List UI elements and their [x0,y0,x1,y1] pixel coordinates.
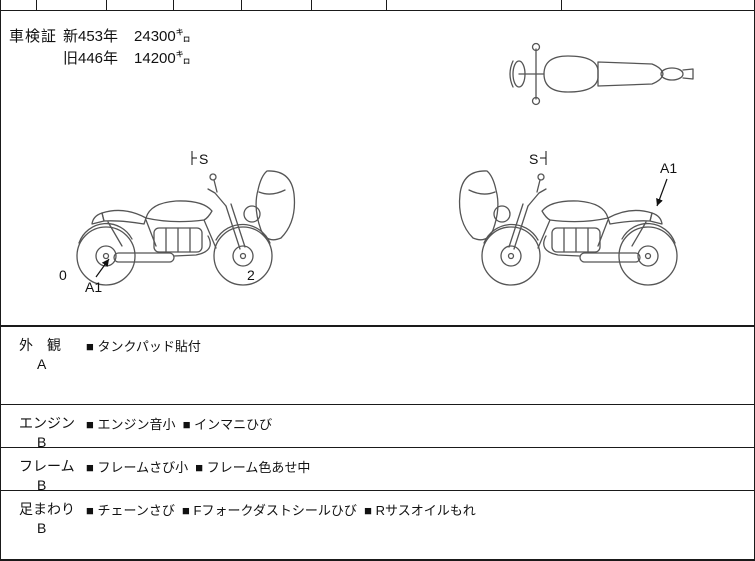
bike-sketch [481,173,678,286]
section-name: 外 観 [19,337,61,353]
damage-code-a1: A1 [660,160,677,176]
table-column-tick [561,0,562,10]
section-row-frame: フレーム B ■ フレームさび小 ■ フレーム色あせ中 [1,447,754,493]
section-row-undercarriage: 足まわり B ■ チェーンさび ■ Fフォークダストシールひび ■ Rサスオイル… [1,490,754,559]
table-column-tick [386,0,387,10]
shaken-new-era: 新453年 [63,28,119,45]
damage-code-s: S [199,151,208,167]
section-items: ■ チェーンさび ■ Fフォークダストシールひび ■ Rサスオイルもれ [86,503,476,518]
section-name: 足まわり [19,501,75,517]
section-row-engine: エンジン B ■ エンジン音小 ■ インマニひび [1,404,754,450]
shaken-new-line: 新453年 24300㌔ [63,25,191,46]
damage-code-s: S [529,151,538,167]
shaken-new-km: 24300㌔ [134,28,191,45]
table-column-tick [311,0,312,10]
table-column-tick [36,0,37,10]
section-grade: B [37,477,47,493]
section-name: エンジン [19,415,75,431]
damage-code-a1: A1 [85,279,102,295]
shaken-old-era: 旧446年 [63,50,119,67]
shaken-old-km: 14200㌔ [134,50,191,67]
section-items: ■ タンクパッド貼付 [86,339,201,354]
section-items: ■ エンジン音小 ■ インマニひび [86,417,273,432]
section-grade: A [37,356,47,372]
section-grade: B [37,520,47,536]
s-code-leader [540,151,547,165]
section-name: フレーム [19,458,75,474]
bike-sketch [76,173,273,286]
top-table-bottom-border [1,10,754,11]
table-column-tick [173,0,174,10]
section-grade: B [37,434,47,450]
map-code-0: 0 [59,267,67,283]
map-code-2: 2 [247,267,255,283]
section-row-exterior: 外 観 A ■ タンクパッド貼付 [1,325,754,404]
table-column-tick [241,0,242,10]
table-column-tick [106,0,107,10]
motorcycle-right-side-sketch: S A1 [458,151,678,286]
motorcycle-left-side-sketch: S 0 A1 2 [59,151,296,295]
a1-arrow [95,258,110,278]
cowl-part-sketch [458,170,499,241]
shaken-label: 車検証 [9,28,58,45]
a1-arrow [656,178,668,207]
section-items: ■ フレームさび小 ■ フレーム色あせ中 [86,460,311,475]
shaken-old-line: 旧446年 14200㌔ [63,47,191,68]
s-code-leader [191,151,197,165]
motorcycle-top-view-sketch [509,42,694,106]
cowl-part-sketch [255,170,296,241]
